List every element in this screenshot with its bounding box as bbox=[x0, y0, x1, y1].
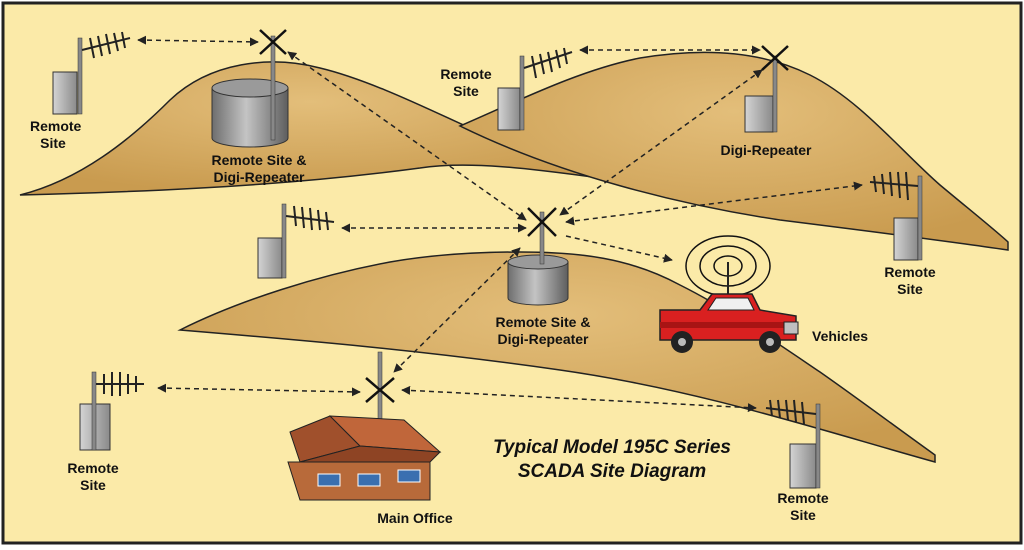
link-repeater-to-center bbox=[287, 51, 527, 221]
equipment-cabinet-icon bbox=[893, 217, 919, 261]
main-office bbox=[287, 351, 442, 501]
omni-antenna-icon bbox=[527, 207, 557, 237]
link-center-to-right-remote bbox=[565, 181, 863, 226]
label-main-office: Main Office bbox=[377, 510, 453, 526]
antenna-mast bbox=[519, 55, 525, 131]
yagi-antenna-icon bbox=[96, 372, 144, 396]
remote-site-top-center bbox=[497, 47, 573, 131]
remote-site-top-left bbox=[52, 31, 131, 115]
yagi-antenna-icon bbox=[81, 31, 131, 59]
equipment-cabinet-icon bbox=[744, 95, 774, 133]
yagi-antenna-icon bbox=[285, 205, 335, 231]
label-remote-site-bottom-left: Remote Site bbox=[67, 460, 119, 493]
link-bl-remote-to-office bbox=[157, 383, 361, 397]
omni-antenna-icon bbox=[259, 29, 287, 55]
equipment-cabinet-icon bbox=[52, 71, 78, 115]
radio-links bbox=[137, 35, 863, 413]
antenna-mast bbox=[77, 37, 83, 115]
remote-site-left-middle bbox=[257, 203, 335, 279]
yagi-antenna-icon bbox=[523, 47, 573, 79]
equipment-cabinet-icon bbox=[257, 237, 283, 279]
title-line-2: SCADA Site Diagram bbox=[517, 461, 707, 482]
link-center-to-main-office bbox=[393, 247, 521, 373]
remote-site-right bbox=[869, 171, 923, 261]
pickup-truck-icon bbox=[659, 293, 799, 353]
omni-antenna-icon bbox=[761, 45, 789, 71]
equipment-cabinet-icon bbox=[789, 443, 817, 489]
digi-repeater-top-right bbox=[744, 45, 789, 133]
storage-tank-icon bbox=[507, 261, 569, 306]
diagram-title: Typical Model 195C Series SCADA Site Dia… bbox=[452, 436, 772, 484]
antenna-mast bbox=[281, 203, 287, 279]
storage-tank-icon bbox=[211, 87, 289, 148]
antenna-mast bbox=[539, 211, 545, 265]
tank-top bbox=[507, 254, 569, 270]
remote-site-bottom-left bbox=[79, 371, 144, 451]
label-vehicles: Vehicles bbox=[812, 328, 869, 344]
label-digi-repeater-top-right: Digi-Repeater bbox=[720, 142, 812, 158]
label-remote-site-top-center: Remote Site bbox=[440, 66, 492, 99]
equipment-cabinet-icon bbox=[497, 87, 521, 131]
antenna-mast bbox=[91, 371, 97, 451]
house-icon bbox=[287, 415, 442, 501]
label-remote-site-bottom-right: Remote Site bbox=[777, 490, 829, 523]
antenna-mast bbox=[772, 55, 778, 133]
remote-site-bottom-right bbox=[765, 399, 821, 489]
antenna-mast bbox=[815, 403, 821, 489]
label-remote-site-right: Remote Site bbox=[884, 264, 936, 297]
yagi-antenna-icon bbox=[765, 399, 817, 425]
yagi-antenna-icon bbox=[869, 171, 919, 201]
remote-repeater-top bbox=[211, 29, 289, 148]
label-remote-repeater-center: Remote Site & Digi-Repeater bbox=[495, 314, 591, 347]
label-remote-repeater-top: Remote Site & Digi-Repeater bbox=[211, 152, 307, 185]
vehicle bbox=[659, 235, 799, 353]
omni-antenna-icon bbox=[365, 377, 395, 403]
link-tl-remote-to-repeater bbox=[137, 35, 259, 47]
antenna-mast bbox=[917, 175, 923, 261]
antenna-mast bbox=[270, 35, 276, 141]
remote-repeater-center bbox=[507, 207, 569, 306]
title-line-1: Typical Model 195C Series bbox=[493, 437, 731, 458]
label-remote-site-top-left: Remote Site bbox=[30, 118, 82, 151]
link-center-to-vehicle bbox=[565, 235, 673, 263]
tank-top bbox=[211, 78, 289, 98]
